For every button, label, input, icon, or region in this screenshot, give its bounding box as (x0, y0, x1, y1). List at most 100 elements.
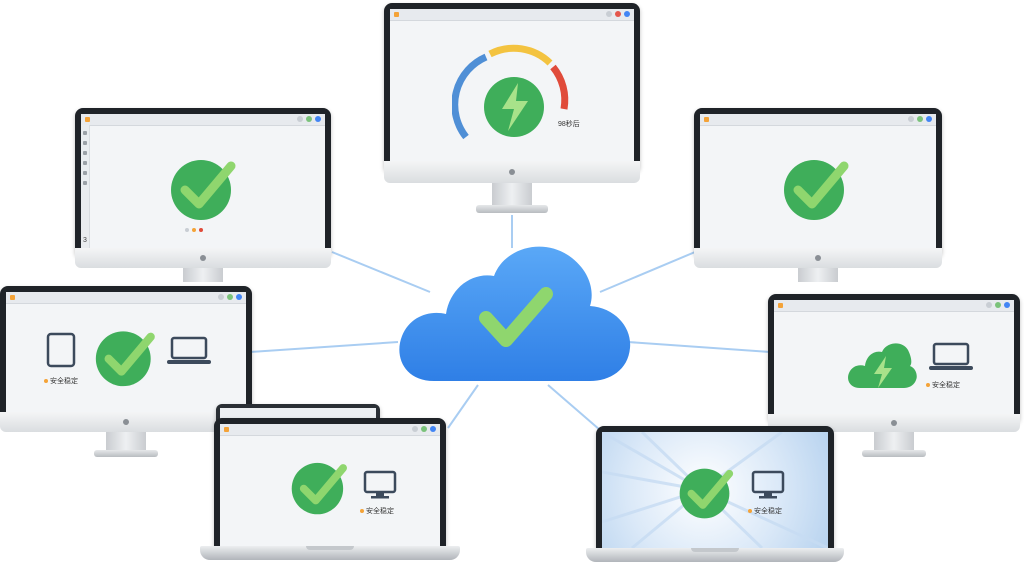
extension-icon[interactable] (986, 302, 992, 308)
status-dot-icon (360, 509, 364, 513)
monitor-neck (106, 432, 146, 450)
profile-icon[interactable] (236, 294, 242, 300)
connector-group (249, 215, 771, 431)
connector-left-mid (249, 341, 399, 353)
monitor-right-mid-bezel: 安全稳定 (768, 294, 1020, 432)
lightning-icon (874, 356, 892, 388)
laptop-icon (167, 336, 211, 364)
browser-tab-bar (774, 300, 1014, 312)
favicon-icon (778, 303, 783, 308)
browser-tab-bar (700, 114, 936, 126)
extension-icon[interactable] (421, 426, 427, 432)
green-check-icon (784, 160, 849, 220)
green-check-icon (95, 331, 155, 387)
laptop-icon (929, 342, 973, 370)
status-dot-icon (748, 509, 752, 513)
green-check-icon (679, 468, 734, 519)
profile-icon[interactable] (624, 11, 630, 17)
monitor-neck (874, 432, 914, 450)
laptop-left-screen: 安全稳定 (220, 424, 440, 546)
favicon-icon (704, 117, 709, 122)
cloud-lightning-icon (848, 343, 917, 388)
monitor-top-screen: 98秒后 (390, 9, 634, 161)
profile-icon[interactable] (315, 116, 321, 122)
browser-tab-bar (81, 114, 325, 126)
status-dot-icon (926, 383, 930, 387)
profile-icon[interactable] (1004, 302, 1010, 308)
logo-icon (891, 420, 897, 426)
connector-left-top (331, 251, 431, 293)
logo-icon (123, 419, 129, 425)
monitor-icon (751, 470, 785, 499)
laptop-left-bottom: 安全稳定 (200, 404, 460, 566)
status-label-text: 安全稳定 (754, 508, 782, 515)
connector-right-top (599, 251, 696, 293)
laptop-base (200, 546, 460, 560)
monitor-right-top (694, 108, 942, 288)
cloud-check-mark (479, 287, 553, 347)
monitor-chin (0, 412, 252, 432)
status-label: 安全稳定 (360, 506, 394, 516)
laptop-base (586, 548, 844, 562)
toolbar-icons (218, 294, 242, 300)
side-panel (81, 125, 90, 248)
extension-icon[interactable] (218, 294, 224, 300)
speed-gauge-icon (452, 44, 569, 140)
status-dot-icon (44, 379, 48, 383)
monitor-left-top: 3 (75, 108, 331, 288)
monitor-left-mid-screen: 安全稳定 (6, 292, 246, 412)
green-check-icon (291, 462, 347, 515)
profile-icon[interactable] (430, 426, 436, 432)
laptop-right-bezel: 安全稳定 (596, 426, 834, 548)
toolbar-icons (606, 11, 630, 17)
logo-icon (509, 169, 515, 175)
monitor-top-bezel: 98秒后 (384, 3, 640, 183)
extension-icon[interactable] (227, 294, 233, 300)
browser-tab-bar (220, 424, 440, 436)
monitor-neck (183, 268, 223, 282)
toolbar-icons (412, 426, 436, 432)
monitor-left-mid: 安全稳定 (0, 286, 252, 460)
extension-icon[interactable] (306, 116, 312, 122)
extension-icon[interactable] (908, 116, 914, 122)
gauge-arc-blue (452, 53, 488, 140)
laptop-notch (306, 546, 354, 550)
page-number: 3 (83, 237, 87, 244)
favicon-icon (224, 427, 229, 432)
laptop-notch (691, 548, 739, 552)
status-label-text: 安全稳定 (932, 382, 960, 389)
laptop-right-screen: 安全稳定 (602, 432, 828, 548)
gauge-time-label: 98秒后 (558, 121, 580, 128)
gauge-arc-red (550, 64, 569, 110)
monitor-base (476, 205, 548, 213)
browser-tab-bar (390, 9, 634, 21)
connector-left-bottom (447, 384, 479, 429)
toolbar-icons (986, 302, 1010, 308)
extension-icon[interactable] (995, 302, 1001, 308)
extension-icon[interactable] (615, 11, 621, 17)
extension-icon[interactable] (917, 116, 923, 122)
monitor-chin (384, 161, 640, 183)
status-label: 安全稳定 (44, 376, 78, 386)
green-check-icon (171, 160, 236, 220)
monitor-right-top-screen (700, 114, 936, 248)
monitor-right-mid-screen: 安全稳定 (774, 300, 1014, 414)
gauge-arc-yellow (488, 44, 553, 66)
status-dots (185, 228, 203, 232)
extension-icon[interactable] (606, 11, 612, 17)
toolbar-icons (908, 116, 932, 122)
tablet-icon (46, 332, 76, 368)
monitor-top: 98秒后 (384, 3, 640, 215)
cloud-check-icon (399, 246, 631, 381)
profile-icon[interactable] (926, 116, 932, 122)
extension-icon[interactable] (297, 116, 303, 122)
extension-icon[interactable] (412, 426, 418, 432)
monitor-base (94, 450, 158, 457)
lightning-icon (502, 83, 528, 131)
browser-tab-bar (6, 292, 246, 304)
status-label: 安全稳定 (748, 506, 782, 516)
favicon-icon (394, 12, 399, 17)
laptop-right-bottom: 安全稳定 (586, 426, 844, 568)
logo-icon (200, 255, 206, 261)
